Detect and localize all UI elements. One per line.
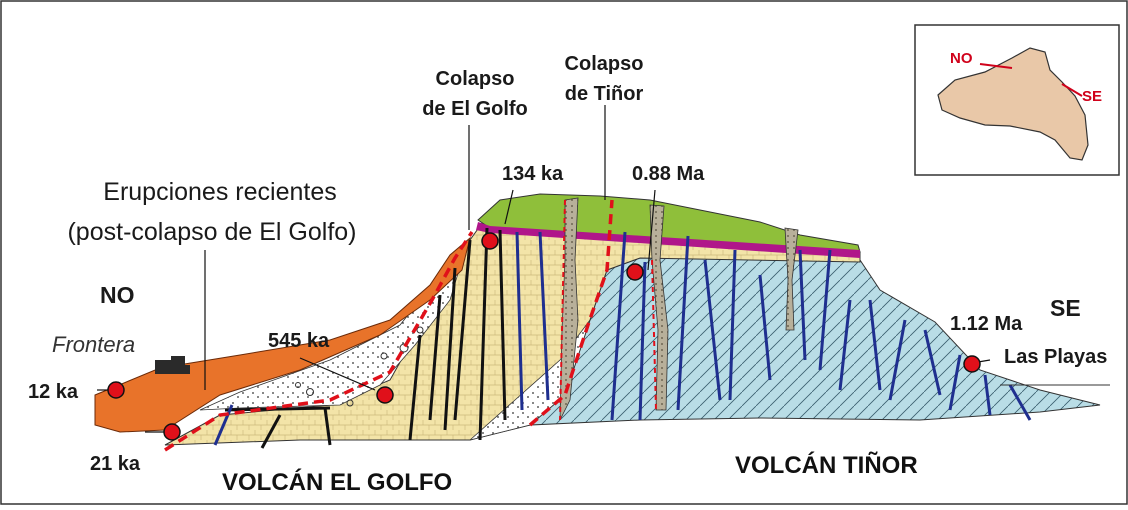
label-erupciones-1: Erupciones recientes [103,178,336,206]
recent-lava [94,236,471,433]
marker-134ka [481,232,499,250]
age-markers [107,232,981,441]
dykes-tinor [213,231,1032,446]
label-colapso-tinor-2: de Tiñor [565,83,644,105]
label-colapso-golfo-1: Colapso [436,68,515,90]
frontera-town-icon [155,356,190,374]
island-shape [937,47,1089,161]
collapse-faults [164,199,614,452]
marker-112ma [963,355,981,373]
magenta-band [476,222,860,258]
label-21ka: 21 ka [90,453,141,475]
label-frontera: Frontera [52,332,135,357]
marker-545ka [376,386,394,404]
inset-label-se: SE [1082,88,1102,105]
vent-outlines [559,199,657,421]
label-112ma: 1.12 Ma [950,313,1023,335]
label-erupciones-2: (post-colapso de El Golfo) [67,218,356,246]
dykes-el-golfo [224,227,507,449]
label-088ma: 0.88 Ma [632,163,705,185]
label-volcan-tinor: VOLCÁN TIÑOR [735,451,918,479]
volcan-tinor-body [528,257,1101,426]
marker-21ka [163,423,181,441]
label-las-playas: Las Playas [1004,346,1107,368]
inset-label-no: NO [950,50,973,67]
label-no: NO [100,282,135,308]
feeder-conduits [559,197,799,421]
leader-lines [97,105,991,433]
label-colapso-tinor-1: Colapso [565,53,644,75]
label-colapso-golfo-2: de El Golfo [422,98,528,120]
debris-clasts [295,326,424,407]
fault-el-golfo [164,231,474,452]
fault-tinor [528,199,614,427]
label-se: SE [1050,295,1081,321]
inset-map: NO SE [914,24,1120,176]
label-545ka: 545 ka [268,330,330,352]
marker-088ma [626,263,644,281]
marker-12ka [107,381,125,399]
label-134ka: 134 ka [502,163,564,185]
label-12ka: 12 ka [28,381,79,403]
label-volcan-el-golfo: VOLCÁN EL GOLFO [222,468,452,496]
